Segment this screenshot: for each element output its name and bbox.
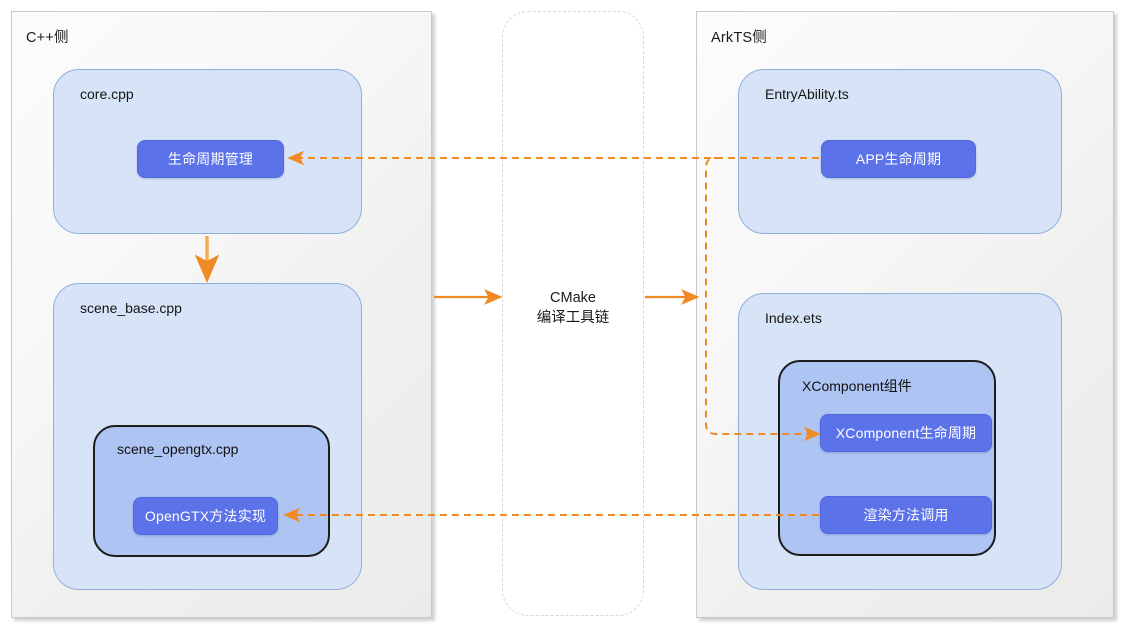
cmake-label-line2: 编译工具链 (536, 310, 610, 326)
chip-app-lifecycle[interactable]: APP生命周期 (821, 140, 976, 178)
compbox-xcomponent-title: XComponent组件 (802, 378, 912, 394)
filebox-scene-base-cpp-title: scene_base.cpp (80, 300, 182, 316)
cmake-label-line1: CMake (550, 290, 596, 306)
chip-render-method-call[interactable]: 渲染方法调用 (820, 496, 992, 534)
filebox-entry-ability-ts-title: EntryAbility.ts (765, 86, 849, 102)
filebox-core-cpp-title: core.cpp (80, 86, 134, 102)
compbox-scene-opengtx-cpp-title: scene_opengtx.cpp (117, 441, 239, 457)
panel-cmake-toolchain (502, 11, 644, 616)
chip-xcomponent-lifecycle[interactable]: XComponent生命周期 (820, 414, 992, 452)
panel-cpp-side-title: C++侧 (26, 30, 69, 46)
filebox-core-cpp: core.cpp (53, 69, 362, 234)
cmake-toolchain-label: CMake 编译工具链 (502, 288, 644, 328)
chip-opengtx-method-impl[interactable]: OpenGTX方法实现 (133, 497, 278, 535)
chip-lifecycle-management[interactable]: 生命周期管理 (137, 140, 284, 178)
compbox-scene-opengtx-cpp: scene_opengtx.cpp (93, 425, 330, 557)
filebox-index-ets-title: Index.ets (765, 310, 822, 326)
panel-arkts-side-title: ArkTS侧 (711, 30, 767, 46)
